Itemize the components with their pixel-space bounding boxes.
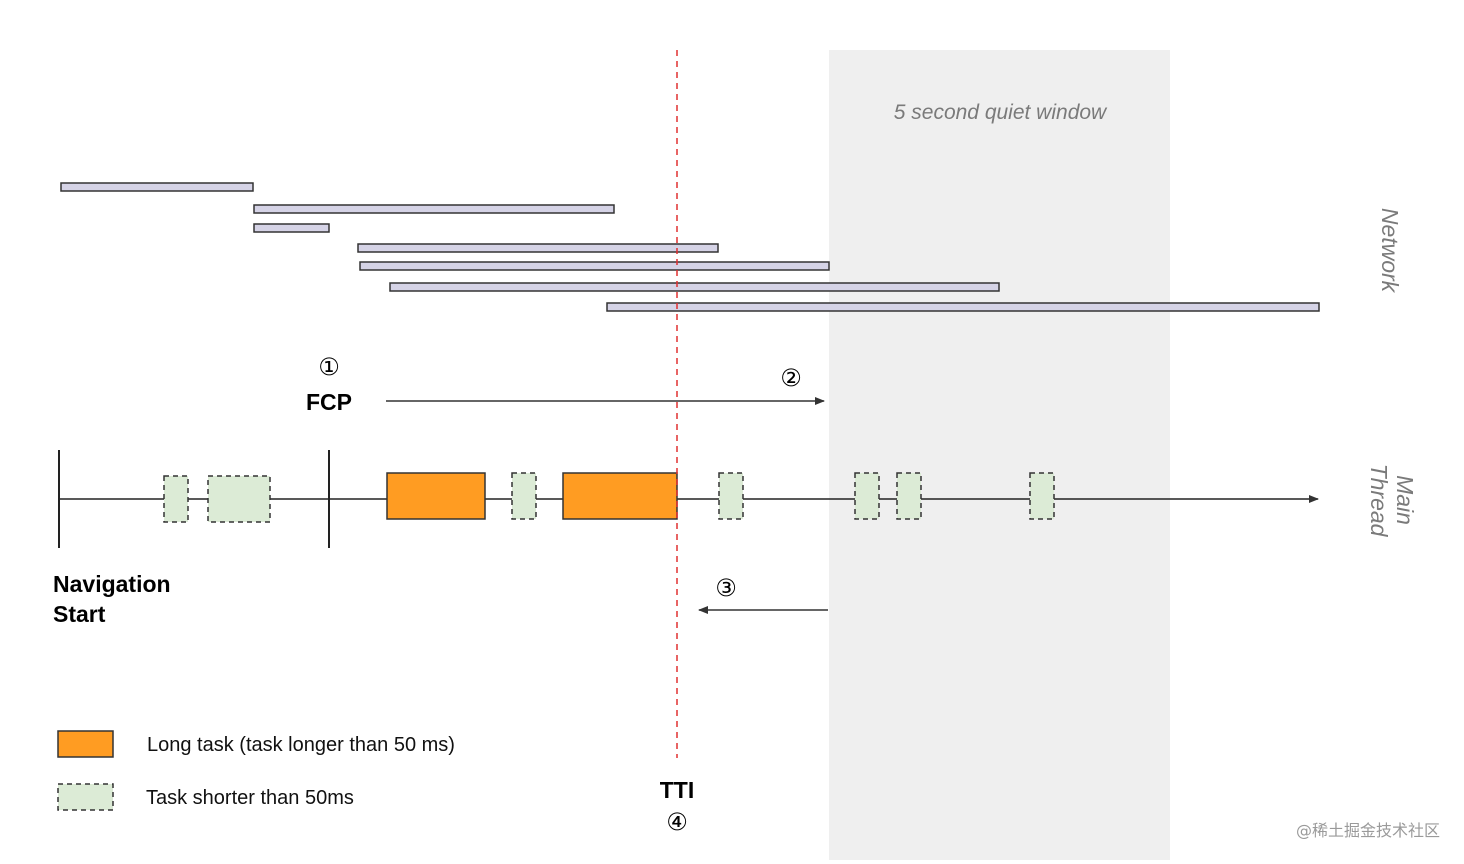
network-request-bar — [253, 204, 615, 214]
network-request-bar — [357, 243, 719, 253]
long-task — [562, 472, 678, 520]
nav-start-label-line2: Start — [53, 601, 106, 627]
marker-4: ④ — [666, 808, 688, 836]
legend-long-task-swatch — [57, 730, 114, 758]
network-request-bar — [60, 182, 254, 192]
long-task — [386, 472, 486, 520]
short-task — [207, 475, 271, 523]
network-request-bar — [253, 223, 330, 233]
legend-short-task-swatch — [57, 783, 114, 811]
main-thread-label-line1: Main — [1392, 475, 1418, 525]
legend: Long task (task longer than 50 ms) Task … — [57, 730, 455, 811]
legend-long-task-label: Long task (task longer than 50 ms) — [147, 734, 455, 756]
quiet-window-label: 5 second quiet window — [894, 101, 1108, 124]
network-request-bar — [606, 302, 1320, 312]
quiet-window-region — [829, 50, 1170, 860]
fcp-label: FCP — [306, 389, 352, 415]
network-request-bar — [359, 261, 830, 271]
short-task — [896, 472, 922, 520]
marker-3: ③ — [715, 574, 737, 602]
marker-1: ① — [318, 353, 340, 381]
network-request-bar — [389, 282, 1000, 292]
marker-2: ② — [780, 364, 802, 392]
tti-label: TTI — [660, 777, 695, 803]
network-lane-label: Network — [1377, 208, 1403, 294]
main-thread-timeline — [58, 450, 1319, 548]
short-task — [718, 472, 744, 520]
main-thread-label-line2: Thread — [1366, 464, 1392, 538]
short-task — [1029, 472, 1055, 520]
short-task — [511, 472, 537, 520]
short-task — [854, 472, 880, 520]
short-task — [163, 475, 189, 523]
nav-start-label-line1: Navigation — [53, 571, 171, 597]
legend-short-task-label: Task shorter than 50ms — [146, 787, 354, 809]
main-thread-lane-label: Main Thread — [1366, 464, 1418, 538]
network-requests — [60, 182, 1320, 312]
watermark: @稀土掘金技术社区 — [1296, 821, 1440, 840]
